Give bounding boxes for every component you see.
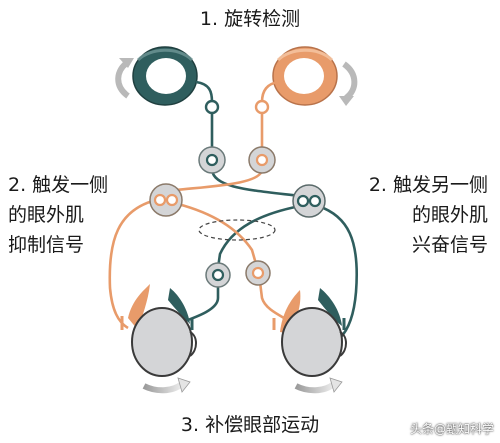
label-inhibitory-signal: 2. 触发一侧 的眼外肌 抑制信号	[8, 174, 109, 256]
eye-movement-arrow-icon-left	[142, 377, 191, 394]
neuron-icon-vestibular-right	[248, 146, 276, 174]
inhibitory-pathway	[108, 80, 297, 330]
eye-icon-left	[120, 284, 197, 377]
midline-crossing-region	[198, 219, 276, 241]
label-excitatory-signal: 2. 触发另一侧 的眼外肌 兴奋信号	[368, 174, 488, 256]
excitatory-pathway	[171, 80, 358, 339]
neuron-pair-icon-left	[149, 183, 183, 217]
rotation-arrow-icon-right	[339, 61, 358, 106]
neuron-icon-oculomotor-right	[245, 260, 271, 286]
rotation-arrow-icon-left	[115, 58, 134, 99]
watermark: 头条@甄知科学	[409, 422, 494, 436]
eye-icon-right	[272, 288, 347, 377]
neuron-icon-oculomotor-left	[205, 262, 231, 288]
neuron-icon-top-left	[204, 99, 220, 115]
canal-ring-icon-right	[272, 46, 338, 106]
title-rotation-detection: 1. 旋转检测	[199, 8, 301, 30]
neuron-icon-vestibular-left	[198, 146, 226, 174]
canal-ring-icon-left	[132, 46, 198, 106]
neuron-pair-icon-right	[292, 184, 326, 218]
title-compensatory-eye-movement: 3. 补偿眼部运动	[180, 414, 320, 436]
eye-movement-arrow-icon-right	[294, 377, 343, 394]
neuron-icon-top-right	[254, 99, 270, 115]
